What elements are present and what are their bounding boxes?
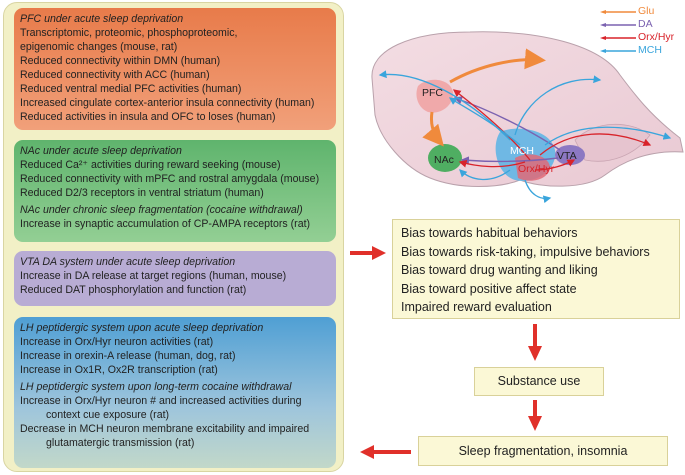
brain-diagram: PFC NAc MCH Orx/Hyr VTA [371, 31, 684, 204]
lh-title-2: LH peptidergic system upon long-term coc… [20, 381, 292, 393]
pfc-title: PFC under acute sleep deprivation [20, 13, 184, 25]
mch-arrow [514, 75, 602, 136]
legend-item-mch: MCH [600, 44, 685, 57]
bias-line: Bias toward drug wanting and liking [401, 263, 598, 277]
legend-item-glu: Glu [600, 5, 685, 18]
vta-line: Reduced DAT phosphorylation and function… [20, 284, 247, 296]
pfc-line: epigenomic changes (mouse, rat) [20, 41, 178, 53]
legend-arrow-icon [600, 10, 636, 14]
glu-arrow [422, 111, 444, 147]
sleep-box: Sleep fragmentation, insomnia [418, 436, 668, 466]
legend-arrow-icon [600, 49, 636, 53]
mch-arrow [459, 169, 511, 181]
nac-line: Reduced connectivity with mPFC and rostr… [20, 173, 320, 185]
legend-arrow-icon [600, 36, 636, 40]
da-arrow [453, 96, 561, 151]
lh-line: Decrease in MCH neuron membrane excitabi… [20, 423, 310, 435]
left-panel: PFC under acute sleep deprivation Transc… [3, 2, 344, 472]
lh-line: Increase in Orx/Hyr neuron # and increas… [20, 395, 302, 407]
lh-line: glutamatergic transmission (rat) [46, 437, 195, 449]
legend-arrow-icon [600, 23, 636, 27]
bias-line: Impaired reward evaluation [401, 300, 552, 314]
legend-item-orx: Orx/Hyr [600, 31, 685, 44]
sleep-label: Sleep fragmentation, insomnia [458, 444, 628, 458]
nac-label: NAc [434, 154, 454, 166]
orx-arrow [458, 159, 526, 168]
lh-line: context cue exposure (rat) [46, 409, 170, 421]
lh-line: Increase in orexin-A release (human, dog… [20, 350, 236, 362]
nac-box: NAc under acute sleep deprivation Reduce… [14, 140, 336, 242]
mch-label: MCH [510, 145, 534, 157]
orx-arrow [539, 133, 652, 156]
orx-arrow [452, 89, 531, 161]
legend: Glu DA Orx/Hyr MCH [600, 5, 685, 57]
vta-title: VTA DA system under acute sleep deprivat… [20, 256, 236, 268]
arrow-down-icon [528, 324, 542, 361]
nac-region [428, 144, 462, 172]
legend-label: MCH [638, 44, 662, 56]
lh-line: Increase in Ox1R, Ox2R transcription (ra… [20, 364, 218, 376]
pfc-line: Reduced activities in insula and OFC to … [20, 111, 276, 123]
nac-line: Reduced D2/3 receptors in ventral striat… [20, 187, 264, 199]
legend-label: Orx/Hyr [638, 31, 675, 43]
mch-arrow [448, 97, 521, 146]
pfc-region [416, 79, 454, 113]
pfc-label: PFC [422, 87, 443, 99]
vta-region [555, 145, 585, 165]
nac-title: NAc under acute sleep deprivation [20, 145, 182, 157]
arrow-down-icon [528, 400, 542, 431]
substance-use-label: Substance use [497, 374, 581, 388]
nac-title-2: NAc under chronic sleep fragmentation (c… [20, 204, 303, 216]
legend-item-da: DA [600, 18, 685, 31]
orx-label: Orx/Hyr [518, 163, 555, 175]
bias-line: Bias towards habitual behaviors [401, 226, 578, 240]
legend-label: Glu [638, 5, 655, 17]
mch-arrow [524, 179, 552, 204]
da-arrow [460, 156, 559, 165]
orx-arrow [534, 159, 576, 171]
legend-label: DA [638, 18, 653, 30]
pfc-line: Reduced ventral medial PFC activities (h… [20, 83, 242, 95]
pfc-line: Reduced connectivity with ACC (human) [20, 69, 210, 81]
vta-line: Increase in DA release at target regions… [20, 270, 287, 282]
pfc-box: PFC under acute sleep deprivation Transc… [14, 8, 336, 130]
bias-line: Bias toward positive affect state [401, 281, 577, 296]
vta-box: VTA DA system under acute sleep deprivat… [14, 251, 336, 306]
vta-label: VTA [557, 150, 577, 162]
lh-box: LH peptidergic system upon acute sleep d… [14, 317, 336, 468]
pfc-line: Increased cingulate cortex-anterior insu… [20, 97, 315, 109]
bias-line: Bias towards risk-taking, impulsive beha… [401, 244, 650, 259]
nac-line: Increase in synaptic accumulation of CP-… [20, 218, 311, 230]
mch-arrow [544, 126, 672, 146]
lh-line: Increase in Orx/Hyr neuron activities (r… [20, 336, 214, 348]
glu-arrow [449, 48, 546, 84]
bias-box: Bias towards habitual behaviors Bias tow… [392, 219, 680, 319]
arrow-left-icon [360, 445, 411, 459]
nac-line: Reduced Ca²⁺ activities during reward se… [20, 159, 281, 171]
substance-use-box: Substance use [474, 367, 604, 396]
pfc-line: Transcriptomic, proteomic, phosphoproteo… [20, 27, 238, 39]
lh-title: LH peptidergic system upon acute sleep d… [20, 322, 264, 334]
pfc-line: Reduced connectivity within DMN (human) [20, 55, 221, 67]
arrow-right-icon [350, 246, 386, 260]
